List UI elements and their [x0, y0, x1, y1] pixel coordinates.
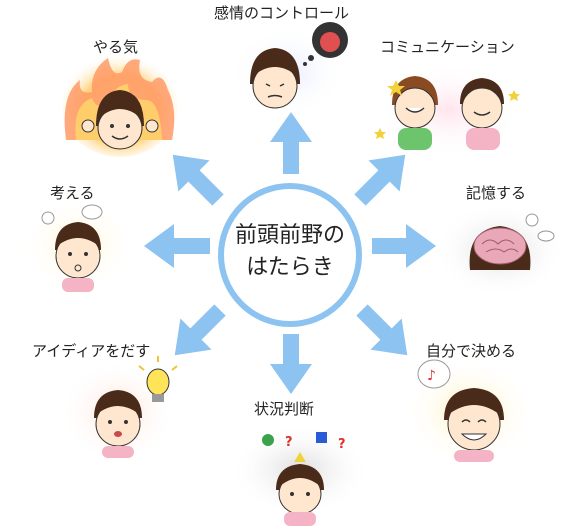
lightbulb-face-icon [60, 356, 178, 464]
label-emotion: 感情のコントロール [214, 4, 350, 22]
angry-thought-face-icon [230, 22, 348, 118]
fire-motivation-face-icon [62, 53, 178, 157]
arrows [144, 112, 436, 394]
label-thinking: 考える [50, 184, 95, 202]
svg-text:♪: ♪ [427, 368, 436, 384]
label-decide: 自分で決める [426, 342, 517, 360]
arrow-up [270, 112, 312, 174]
center-ring [218, 183, 362, 327]
thinking-face-icon [20, 197, 136, 293]
svg-text:?: ? [285, 435, 293, 450]
svg-text:?: ? [338, 437, 346, 452]
arrow-down [270, 334, 312, 394]
arrow-down-right [356, 304, 408, 356]
arrow-down-left [174, 304, 226, 356]
arrow-left [144, 224, 210, 268]
two-kids-waving-icon [374, 62, 522, 158]
arrow-up-right [354, 154, 406, 206]
center-title-line1: 前頭前野の [234, 223, 345, 248]
brain-head-icon [434, 202, 566, 298]
arrow-right [372, 224, 436, 268]
label-motivation: やる気 [93, 38, 139, 56]
label-communication: コミュニケーション [380, 38, 515, 56]
label-memory: 記憶する [466, 184, 527, 202]
center-title: 前頭前野の はたらき [218, 220, 362, 284]
arrow-up-left [172, 154, 224, 206]
label-judgment: 状況判断 [254, 400, 315, 418]
label-ideas: アイディアをだす [32, 342, 151, 360]
center-title-line2: はたらき [246, 255, 334, 280]
music-note-smile-icon: ♪ [404, 358, 536, 466]
shapes-question-face-icon: ? ? [230, 424, 370, 526]
